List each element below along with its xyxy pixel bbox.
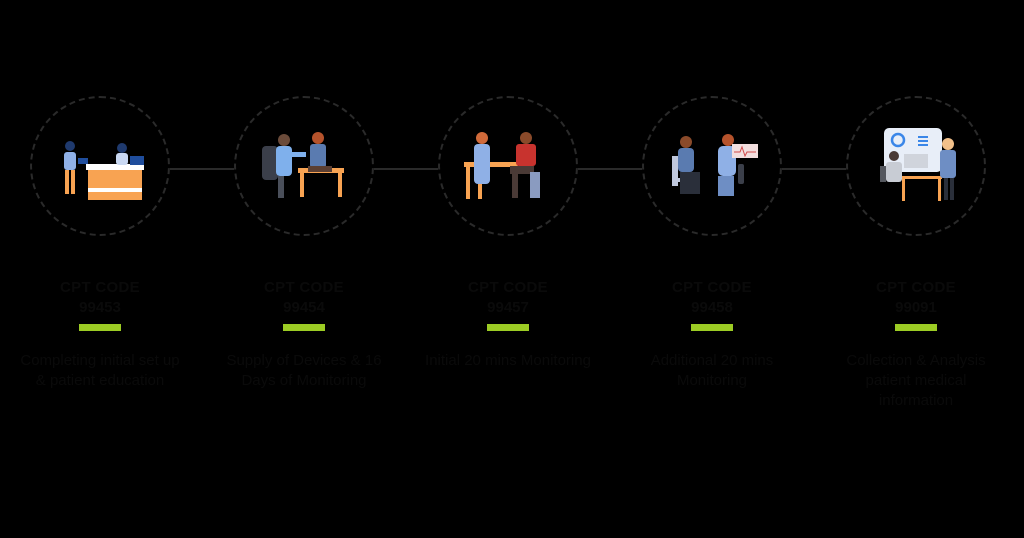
accent-bar — [691, 324, 733, 331]
doctor-stethoscope-icon — [262, 132, 344, 198]
illustration-circle — [642, 96, 782, 236]
illustration-circle — [846, 96, 986, 236]
accent-bar — [79, 324, 121, 331]
code-number: 99457 — [487, 299, 529, 316]
code-number: 99458 — [691, 299, 733, 316]
step-description: Initial 20 mins Monitoring — [425, 352, 591, 369]
step-99453: CPT CODE 99453 Completing initial set up… — [0, 96, 200, 391]
step-99454: CPT CODE 99454 Supply of Devices & 16 Da… — [204, 96, 404, 391]
step-description: Additional 20 mins Monitoring — [650, 352, 774, 389]
accent-bar — [283, 324, 325, 331]
code-label: CPT CODE — [468, 279, 548, 296]
code-number: 99454 — [283, 299, 325, 316]
step-description: Collection & Analysis patient medical in… — [846, 352, 986, 409]
reception-desk-icon — [64, 141, 144, 200]
code-label: CPT CODE — [60, 279, 140, 296]
step-description: Completing initial set up & patient educ… — [20, 352, 180, 389]
ecg-review-icon — [672, 134, 758, 196]
illustration-circle — [438, 96, 578, 236]
code-label: CPT CODE — [672, 279, 752, 296]
code-label: CPT CODE — [876, 279, 956, 296]
accent-bar — [895, 324, 937, 331]
step-description: Supply of Devices & 16 Days of Monitorin… — [226, 352, 382, 389]
connector-line — [374, 168, 438, 170]
connector-line — [782, 168, 846, 170]
code-number: 99453 — [79, 299, 121, 316]
step-99091: CPT CODE 99091 Collection & Analysis pat… — [816, 96, 1016, 411]
data-analysis-icon — [880, 128, 956, 201]
step-99457: CPT CODE 99457 Initial 20 mins Monitorin… — [408, 96, 608, 371]
illustration-circle — [30, 96, 170, 236]
illustration-circle — [234, 96, 374, 236]
connector-line — [170, 168, 234, 170]
connector-line — [578, 168, 642, 170]
code-label: CPT CODE — [264, 279, 344, 296]
accent-bar — [487, 324, 529, 331]
code-number: 99091 — [895, 299, 937, 316]
step-99458: CPT CODE 99458 Additional 20 mins Monito… — [612, 96, 812, 391]
blood-pressure-check-icon — [464, 132, 540, 199]
